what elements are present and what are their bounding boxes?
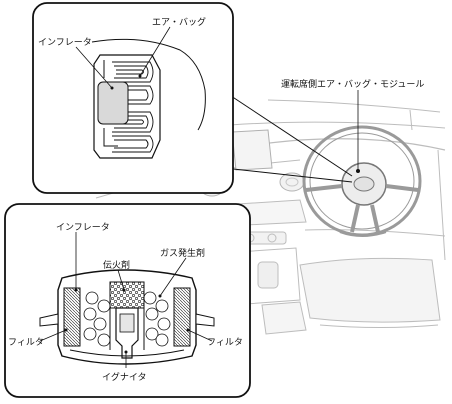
module-label: 運転席側エア・バッグ・モジュール <box>281 78 424 90</box>
filter-label-right: フィルタ <box>207 337 243 348</box>
filter-label-left: フィルタ <box>8 337 44 348</box>
igniter-charge-label: 伝火剤 <box>103 259 130 271</box>
inflator-label-bottom: インフレータ <box>56 222 110 233</box>
bottom-detail-box: インフレータ 伝火剤 ガス発生剤 フィルタ フィルタ イグナイタ <box>4 203 251 398</box>
inflator-label-top: インフレータ <box>38 37 92 48</box>
airbag-label: エア・バッグ <box>152 16 206 28</box>
igniter-label: イグナイタ <box>102 371 146 383</box>
steering-wheel <box>302 125 422 237</box>
top-detail-box: インフレータ エア・バッグ <box>32 2 234 194</box>
gas-generant-label: ガス発生剤 <box>160 247 205 259</box>
inflator-cross-section <box>39 269 215 365</box>
module-leader <box>355 90 360 173</box>
